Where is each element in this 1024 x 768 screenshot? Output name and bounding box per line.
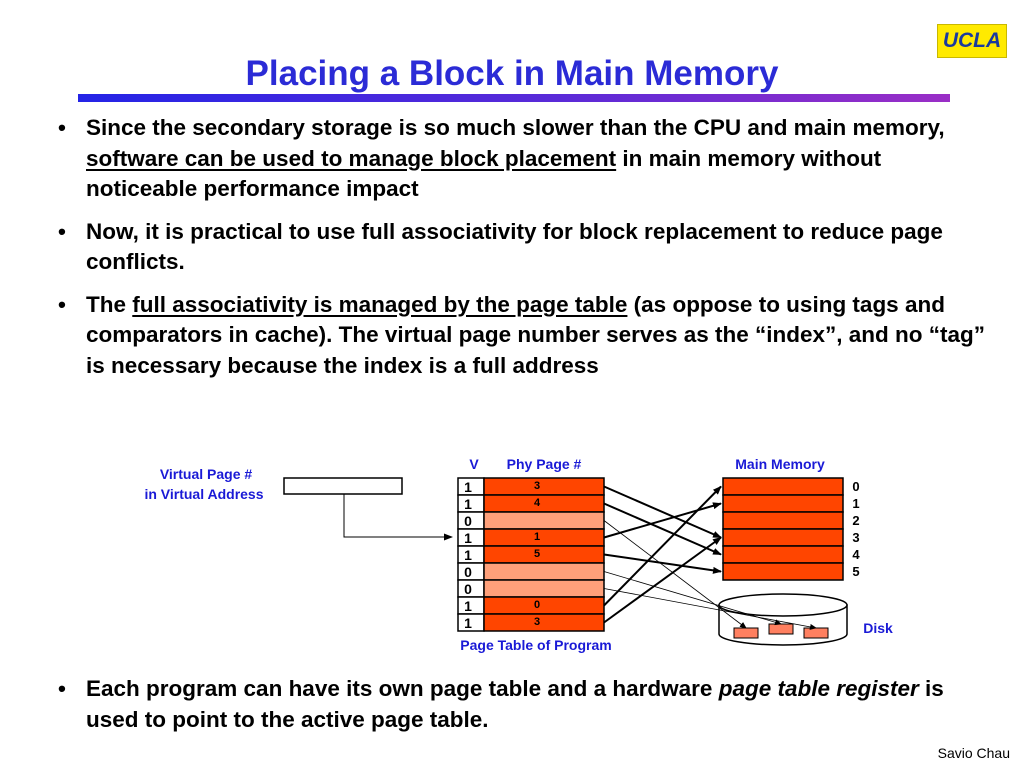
phy-page-value: 4 [534, 497, 541, 509]
valid-bit-value: 0 [464, 564, 472, 580]
mapping-arrow [603, 502, 722, 539]
valid-bit-value: 1 [464, 496, 472, 512]
phy-page-value: 3 [534, 616, 540, 628]
bottom-bullet-list: •Each program can have its own page tabl… [56, 674, 986, 747]
phy-page-cell [483, 596, 605, 615]
underlined-text: software can be used to manage block pla… [86, 145, 617, 171]
disk-arrow [603, 520, 747, 629]
valid-bit-value: 0 [464, 513, 472, 529]
phy-page-cell [483, 477, 605, 496]
frame-number: 5 [852, 564, 859, 579]
memory-frame [722, 511, 844, 530]
valid-bit-value: 1 [464, 615, 472, 631]
frame-number: 0 [852, 479, 859, 494]
virtual-address-box [283, 477, 403, 495]
italic-term: page table register [718, 676, 919, 701]
mapping-arrow [603, 553, 722, 574]
frame-number: 4 [852, 547, 860, 562]
bullet-dot-icon: • [58, 291, 66, 317]
frame-number: 1 [852, 496, 859, 511]
mapping-arrow [603, 502, 722, 556]
bullet-item: •Now, it is practical to use full associ… [58, 218, 943, 275]
phy-page-cell [483, 494, 605, 513]
disk-label: Disk [863, 620, 893, 636]
bullet-dot-icon: • [58, 115, 66, 140]
author-footer: Savio Chau [937, 745, 1010, 761]
disk-arrow [603, 588, 817, 630]
phy-page-cell [483, 613, 605, 632]
phy-page-value: 3 [534, 480, 540, 492]
disk-block [733, 627, 759, 639]
mapping-arrow [603, 485, 722, 539]
disk-top [718, 593, 848, 617]
bullet-dot-icon: • [58, 218, 66, 244]
bullet-item: •The full associativity is managed by th… [58, 291, 986, 378]
mapping-arrow [603, 536, 722, 624]
disk-block [803, 627, 829, 639]
page-table-diagram: Virtual Page # in Virtual Address V Phy Pag… [144, 456, 893, 653]
bullet-item: •Each program can have its own page tabl… [58, 676, 944, 732]
virtual-page-label: Virtual Page # [160, 466, 253, 482]
ucla-logo: UCLA [937, 24, 1007, 58]
phy-page-value: 0 [534, 599, 540, 611]
phy-page-cell [483, 511, 605, 530]
phy-page-value: 1 [534, 531, 540, 543]
mapping-arrow [603, 485, 722, 607]
slide-title: Placing a Block in Main Memory [245, 54, 779, 93]
memory-frame [722, 477, 844, 496]
valid-bit-value: 1 [464, 479, 472, 495]
page-table-caption: Page Table of Program [460, 637, 611, 653]
bullet-item: •Since the secondary storage is so much … [58, 115, 945, 201]
phy-page-cell [483, 545, 605, 564]
disk-arrow [603, 571, 782, 626]
phy-page-cell [483, 528, 605, 547]
frame-number: 2 [852, 513, 859, 528]
memory-frame [722, 562, 844, 581]
phy-page-header: Phy Page # [507, 456, 582, 472]
title-underline-rule [78, 94, 950, 102]
bullet-list: •Since the secondary storage is so much … [56, 113, 986, 393]
valid-bit-value: 1 [464, 547, 472, 563]
phy-page-cell [483, 562, 605, 581]
valid-bit-value: 1 [464, 530, 472, 546]
underlined-text: full associativity is managed by the pag… [132, 291, 628, 317]
memory-frame [722, 494, 844, 513]
disk-block [768, 623, 794, 635]
valid-bit-value: 1 [464, 598, 472, 614]
memory-frame [722, 545, 844, 564]
memory-frame [722, 528, 844, 547]
valid-bit-value: 0 [464, 581, 472, 597]
phy-page-value: 5 [534, 548, 540, 560]
main-memory-header: Main Memory [735, 456, 825, 472]
frame-number: 3 [852, 530, 859, 545]
bullet-dot-icon: • [58, 676, 66, 701]
valid-bit-header: V [469, 456, 479, 472]
virtual-address-label: in Virtual Address [144, 486, 263, 502]
index-arrow [343, 494, 453, 541]
phy-page-cell [483, 579, 605, 598]
